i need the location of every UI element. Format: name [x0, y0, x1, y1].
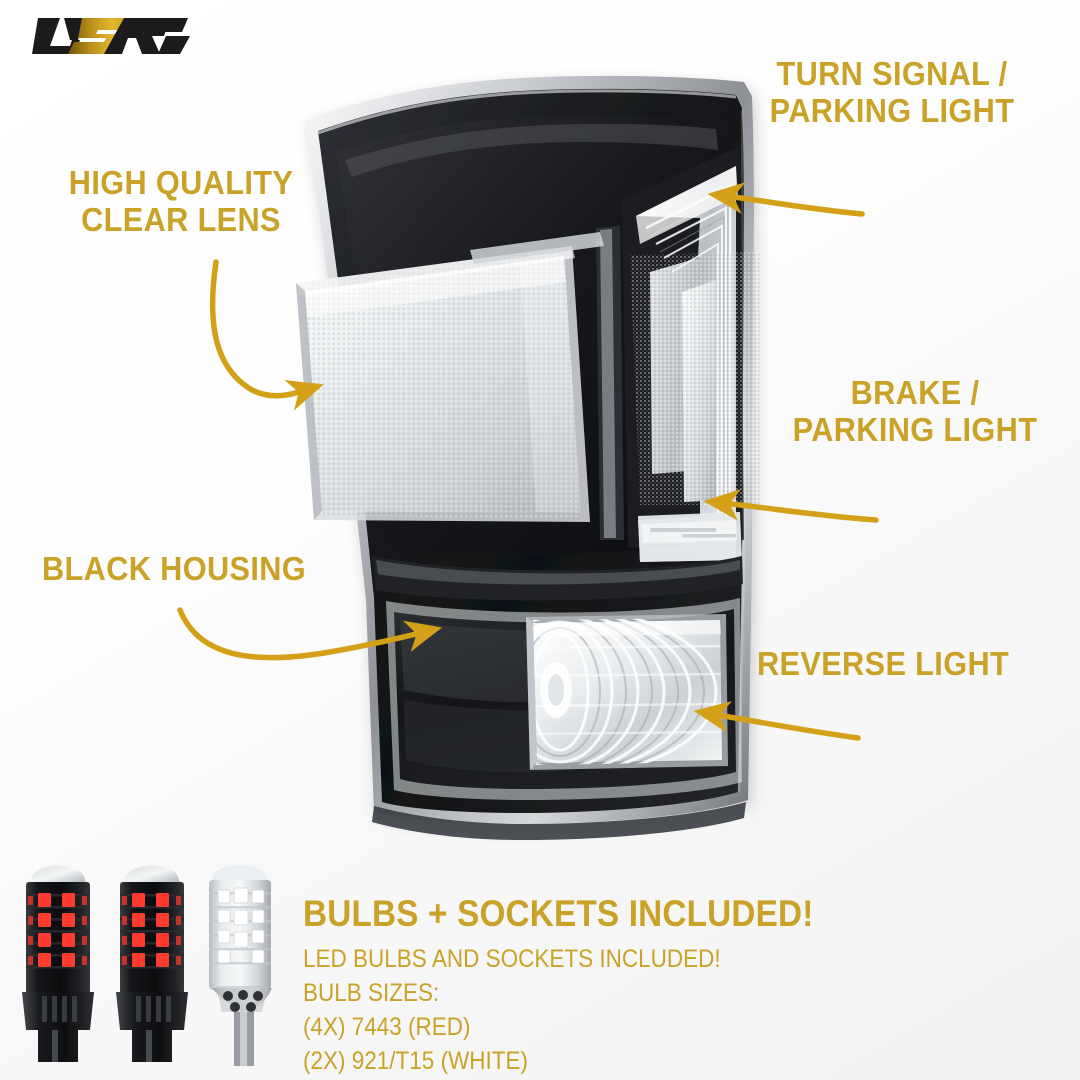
bulbs-detail-lines: LED BULBS AND SOCKETS INCLUDED! BULB SIZ…	[303, 942, 870, 1078]
usr-logo	[32, 18, 190, 54]
callout-label-reverse-light: REVERSE LIGHT	[757, 645, 1010, 682]
bulbs-line-1: LED BULBS AND SOCKETS INCLUDED!	[303, 945, 721, 973]
callout-label-turn-signal: TURN SIGNAL / PARKING LIGHT	[769, 55, 1015, 129]
callout-label-black-housing: BLACK HOUSING	[42, 550, 307, 587]
reverse-light-chamber	[526, 614, 728, 770]
callout-label-brake: BRAKE / PARKING LIGHT	[792, 374, 1038, 448]
bulbs-line-2: BULB SIZES:	[303, 979, 440, 1007]
callout-label-clear-lens: HIGH QUALITY CLEAR LENS	[68, 164, 294, 238]
bulbs-headline: BULBS + SOCKETS INCLUDED!	[303, 893, 814, 934]
bulb-921-t15-white	[209, 865, 272, 1066]
bulbs-copy-block: BULBS + SOCKETS INCLUDED! LED BULBS AND …	[303, 893, 870, 1078]
bulbs-line-3: (4X) 7443 (RED)	[303, 1013, 471, 1041]
lower-housing-cavity	[386, 598, 742, 800]
bulb-7443-red-2	[116, 865, 188, 1062]
bulbs-line-4: (2X) 921/T15 (WHITE)	[303, 1047, 529, 1075]
brake-chamber	[622, 146, 760, 562]
bulb-7443-red-1	[22, 865, 94, 1062]
